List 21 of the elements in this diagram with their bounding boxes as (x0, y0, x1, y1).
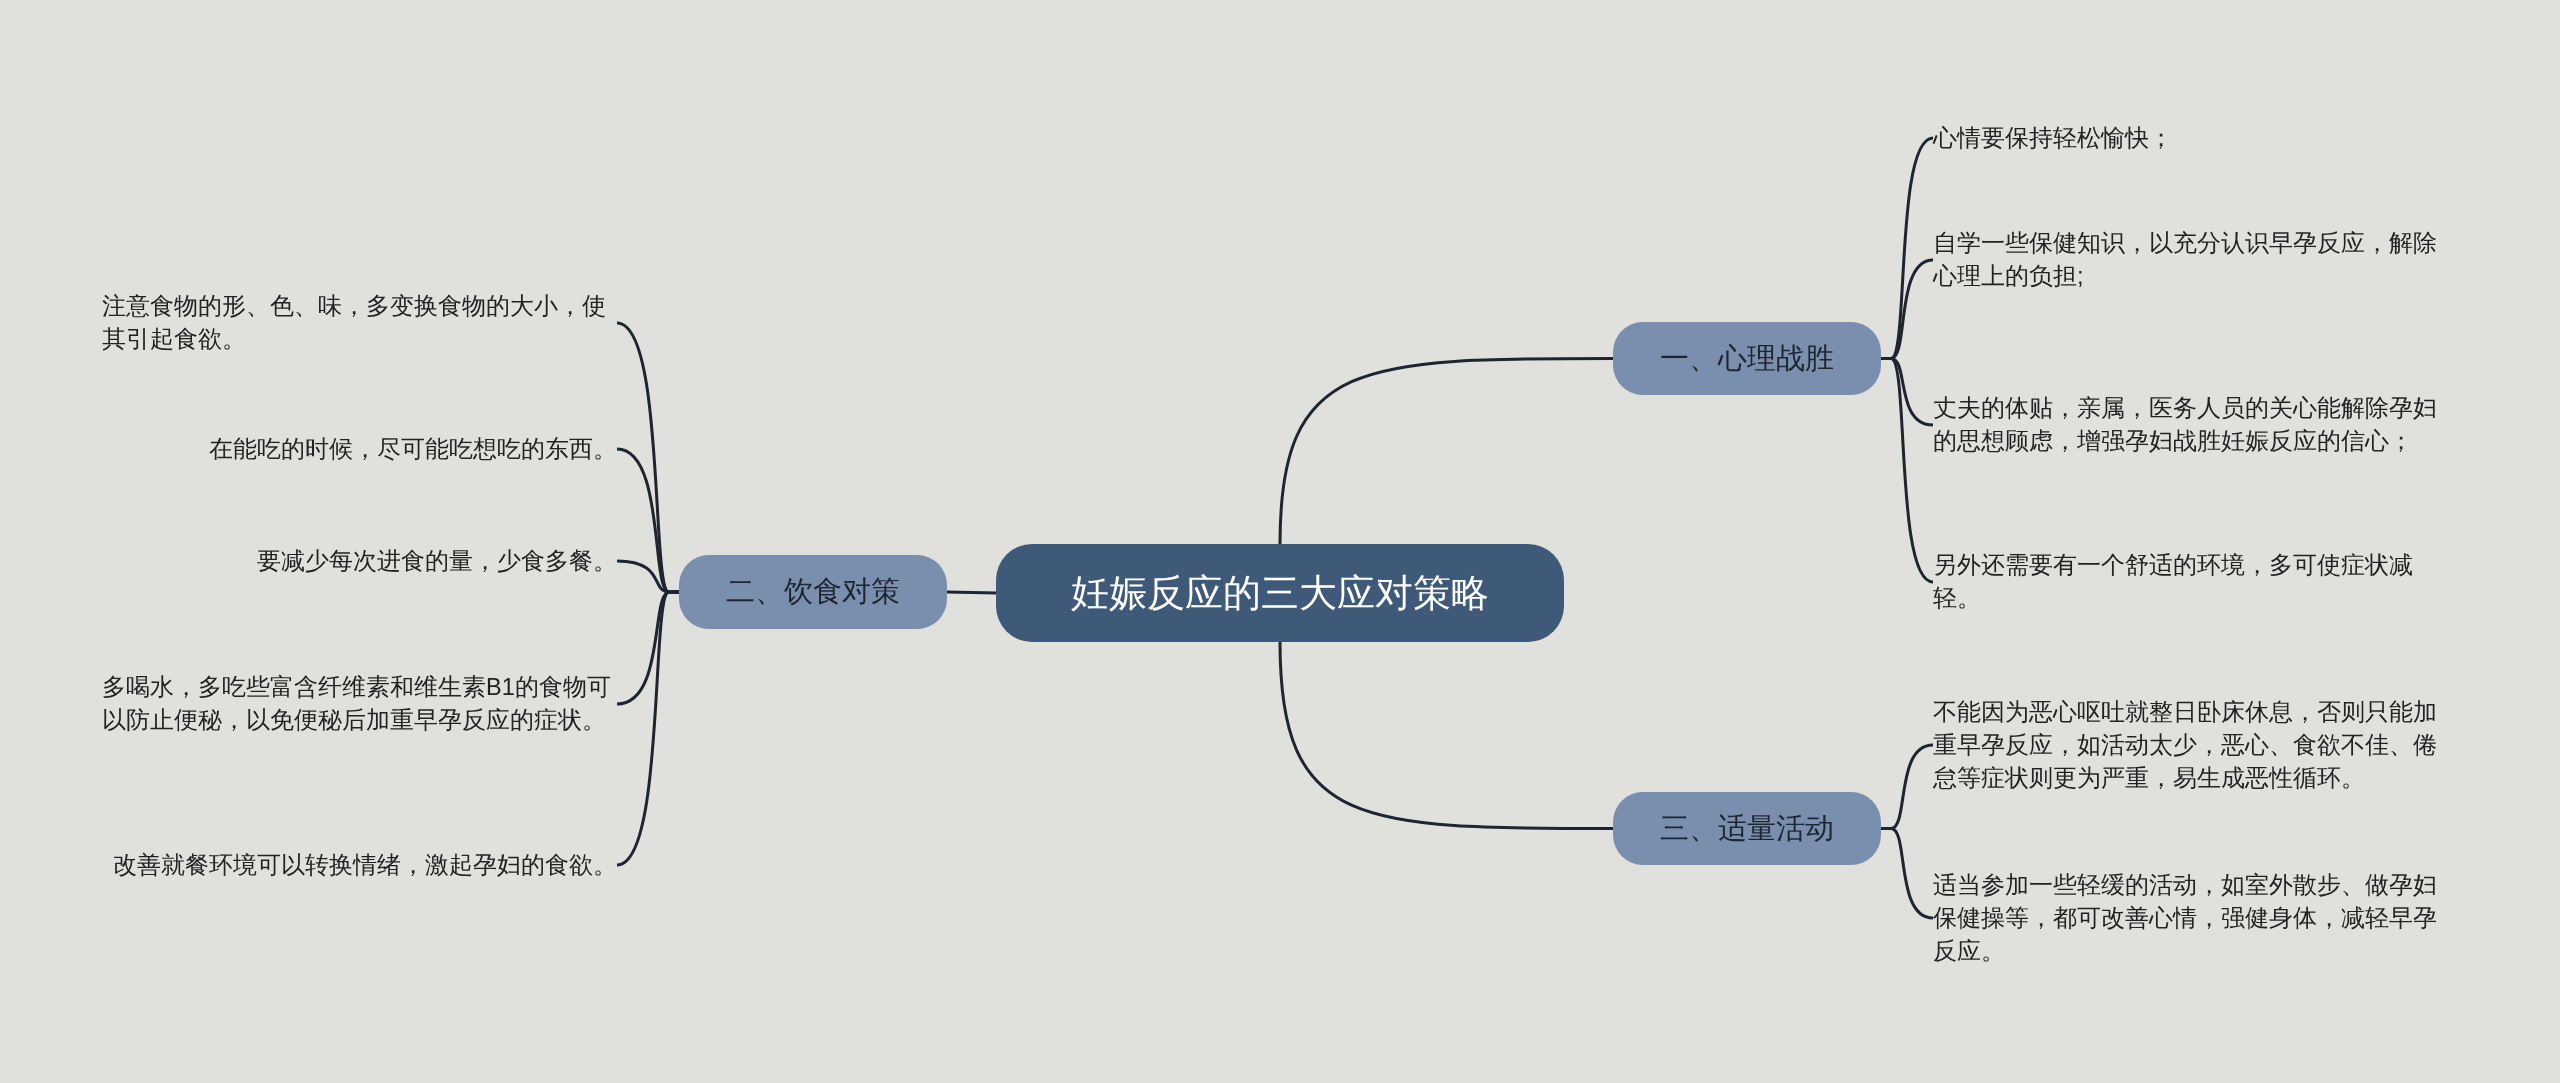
connector-line (1278, 357, 1613, 545)
connector-line (616, 590, 679, 867)
note-text: 改善就餐环境可以转换情绪，激起孕妇的食欲。 (113, 848, 617, 882)
central-topic-box: 妊娠反应的三大应对策略 (996, 544, 1564, 642)
topic-box: 一、心理战胜 (1613, 322, 1881, 395)
note-text: 适当参加一些轻缓的活动，如室外散步、做孕妇保健操等，都可改善心情，强健身体，减轻早孕反应。 (1933, 868, 2448, 968)
connector-line (1881, 827, 1934, 920)
note-text: 在能吃的时候，尽可能吃想吃的东西。 (209, 432, 617, 466)
note-text: 多喝水，多吃些富含纤维素和维生素B1的食物可以防止便秘，以免便秘后加重早孕反应的症状。 (102, 671, 617, 737)
topic-box: 二、饮食对策 (679, 555, 947, 629)
note-text: 注意食物的形、色、味，多变换食物的大小，使其引起食欲。 (102, 290, 617, 356)
note-text: 另外还需要有一个舒适的环境，多可使症状减轻。 (1933, 549, 2448, 615)
note-text: 要减少每次进食的量，少食多餐。 (257, 544, 617, 578)
connector-line (1881, 357, 1934, 584)
connector-line (946, 590, 997, 595)
note-text: 心情要保持轻松愉快； (1933, 121, 2173, 155)
note-text: 丈夫的体贴，亲属，医务人员的关心能解除孕妇的思想顾虑，增强孕妇战胜妊娠反应的信心； (1933, 392, 2448, 458)
topic-box: 三、适量活动 (1613, 792, 1881, 865)
note-text: 不能因为恶心呕吐就整日卧床休息，否则只能加重早孕反应，如活动太少，恶心、食欲不佳、倦怠等症状则更为严重，易生成恶性循环。 (1933, 695, 2448, 795)
note-text: 自学一些保健知识，以充分认识早孕反应，解除心理上的负担; (1933, 227, 2448, 293)
connector-line (1278, 641, 1613, 830)
